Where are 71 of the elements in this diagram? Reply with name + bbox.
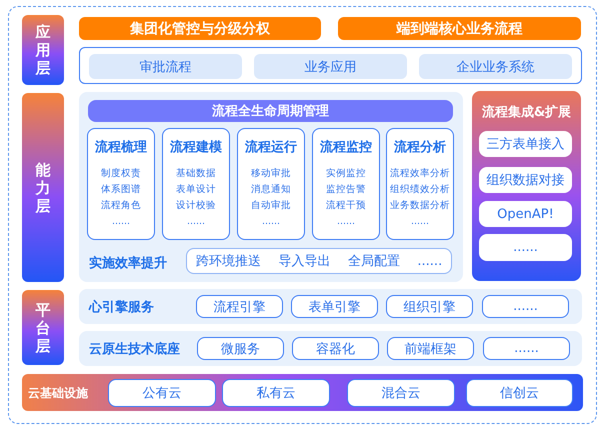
card-item: 组织绩效分析	[390, 183, 450, 197]
card-title: 流程梳理	[95, 138, 147, 156]
extension-panel	[472, 91, 581, 281]
tool-item: 导入导出	[278, 253, 330, 270]
card-item: 流程干预	[326, 199, 366, 213]
tool-item: 全局配置	[348, 253, 400, 270]
service-tag: 表单引擎	[291, 295, 378, 318]
row-title: 云原生技术底座	[89, 340, 180, 358]
service-tag: 容器化	[292, 337, 379, 360]
card-item: 消息通知	[251, 183, 291, 197]
module-card	[162, 128, 230, 240]
app-container	[79, 47, 582, 84]
card-item: 自动审批	[251, 199, 291, 213]
layer-label: 能力层	[22, 93, 64, 282]
section-header: 流程全生命周期管理	[88, 100, 453, 122]
service-tag: 组织引擎	[386, 295, 473, 318]
card-item: 设计校验	[176, 199, 216, 213]
row-title: 心引擎服务	[89, 298, 154, 316]
card-item: 表单设计	[176, 183, 216, 197]
card-item: ......	[112, 215, 130, 229]
extension-item: 三方表单接入	[479, 131, 572, 157]
card-item: 流程效率分析	[390, 167, 450, 181]
card-item: 流程角色	[101, 199, 141, 213]
service-tag: 信创云	[466, 379, 573, 407]
card-item: 制度权责	[101, 167, 141, 181]
service-tag: ......	[482, 295, 569, 318]
service-tag: 微服务	[197, 337, 284, 360]
extension-item: ......	[479, 234, 572, 261]
service-tag: 前端框架	[387, 337, 474, 360]
heading-bar: 端到端核心业务流程	[338, 17, 581, 40]
module-card	[386, 128, 454, 240]
extension-item: OpenAP!	[479, 201, 572, 227]
card-title: 流程运行	[245, 138, 297, 156]
card-item: 实例监控	[326, 167, 366, 181]
panel-title: 流程集成&扩展	[480, 104, 572, 121]
layer-label: 平台层	[22, 290, 64, 365]
card-item: 监控告警	[326, 183, 366, 197]
module-card	[312, 128, 380, 240]
service-tag: 私有云	[222, 379, 330, 407]
card-item: ......	[262, 215, 280, 229]
card-item: 基础数据	[176, 167, 216, 181]
platform-band	[79, 289, 582, 324]
tool-item: ......	[417, 254, 442, 268]
capability-panel	[79, 92, 463, 282]
service-tag: 混合云	[347, 379, 455, 407]
row-title: 实施效率提升	[89, 254, 167, 272]
tool-item: 跨环境推送	[196, 253, 261, 270]
extension-item: 组织数据对接	[479, 167, 572, 193]
infrastructure-band	[22, 374, 583, 411]
platform-band	[79, 331, 582, 366]
card-item: ......	[336, 215, 356, 229]
service-tag: 流程引擎	[196, 295, 283, 318]
card-title: 流程分析	[394, 138, 446, 156]
card-item: 业务数据分析	[390, 199, 450, 213]
app-tag: 企业业务系统	[419, 54, 572, 79]
card-title: 流程建模	[170, 138, 222, 156]
service-tag: ......	[483, 337, 570, 360]
card-item: ......	[186, 215, 206, 229]
app-tag: 业务应用	[254, 54, 407, 79]
card-item: 体系图谱	[101, 183, 141, 197]
card-title: 流程监控	[320, 138, 372, 156]
module-card	[87, 128, 155, 240]
layer-label: 应用层	[22, 15, 64, 85]
app-tag: 审批流程	[89, 54, 242, 79]
card-item: ......	[410, 215, 430, 229]
row-title: 云基础设施	[28, 385, 88, 402]
heading-bar: 集团化管控与分级分权	[79, 17, 321, 40]
module-card	[237, 128, 305, 240]
tool-bar	[186, 248, 452, 274]
service-tag: 公有云	[108, 379, 216, 407]
card-item: 移动审批	[251, 167, 291, 181]
